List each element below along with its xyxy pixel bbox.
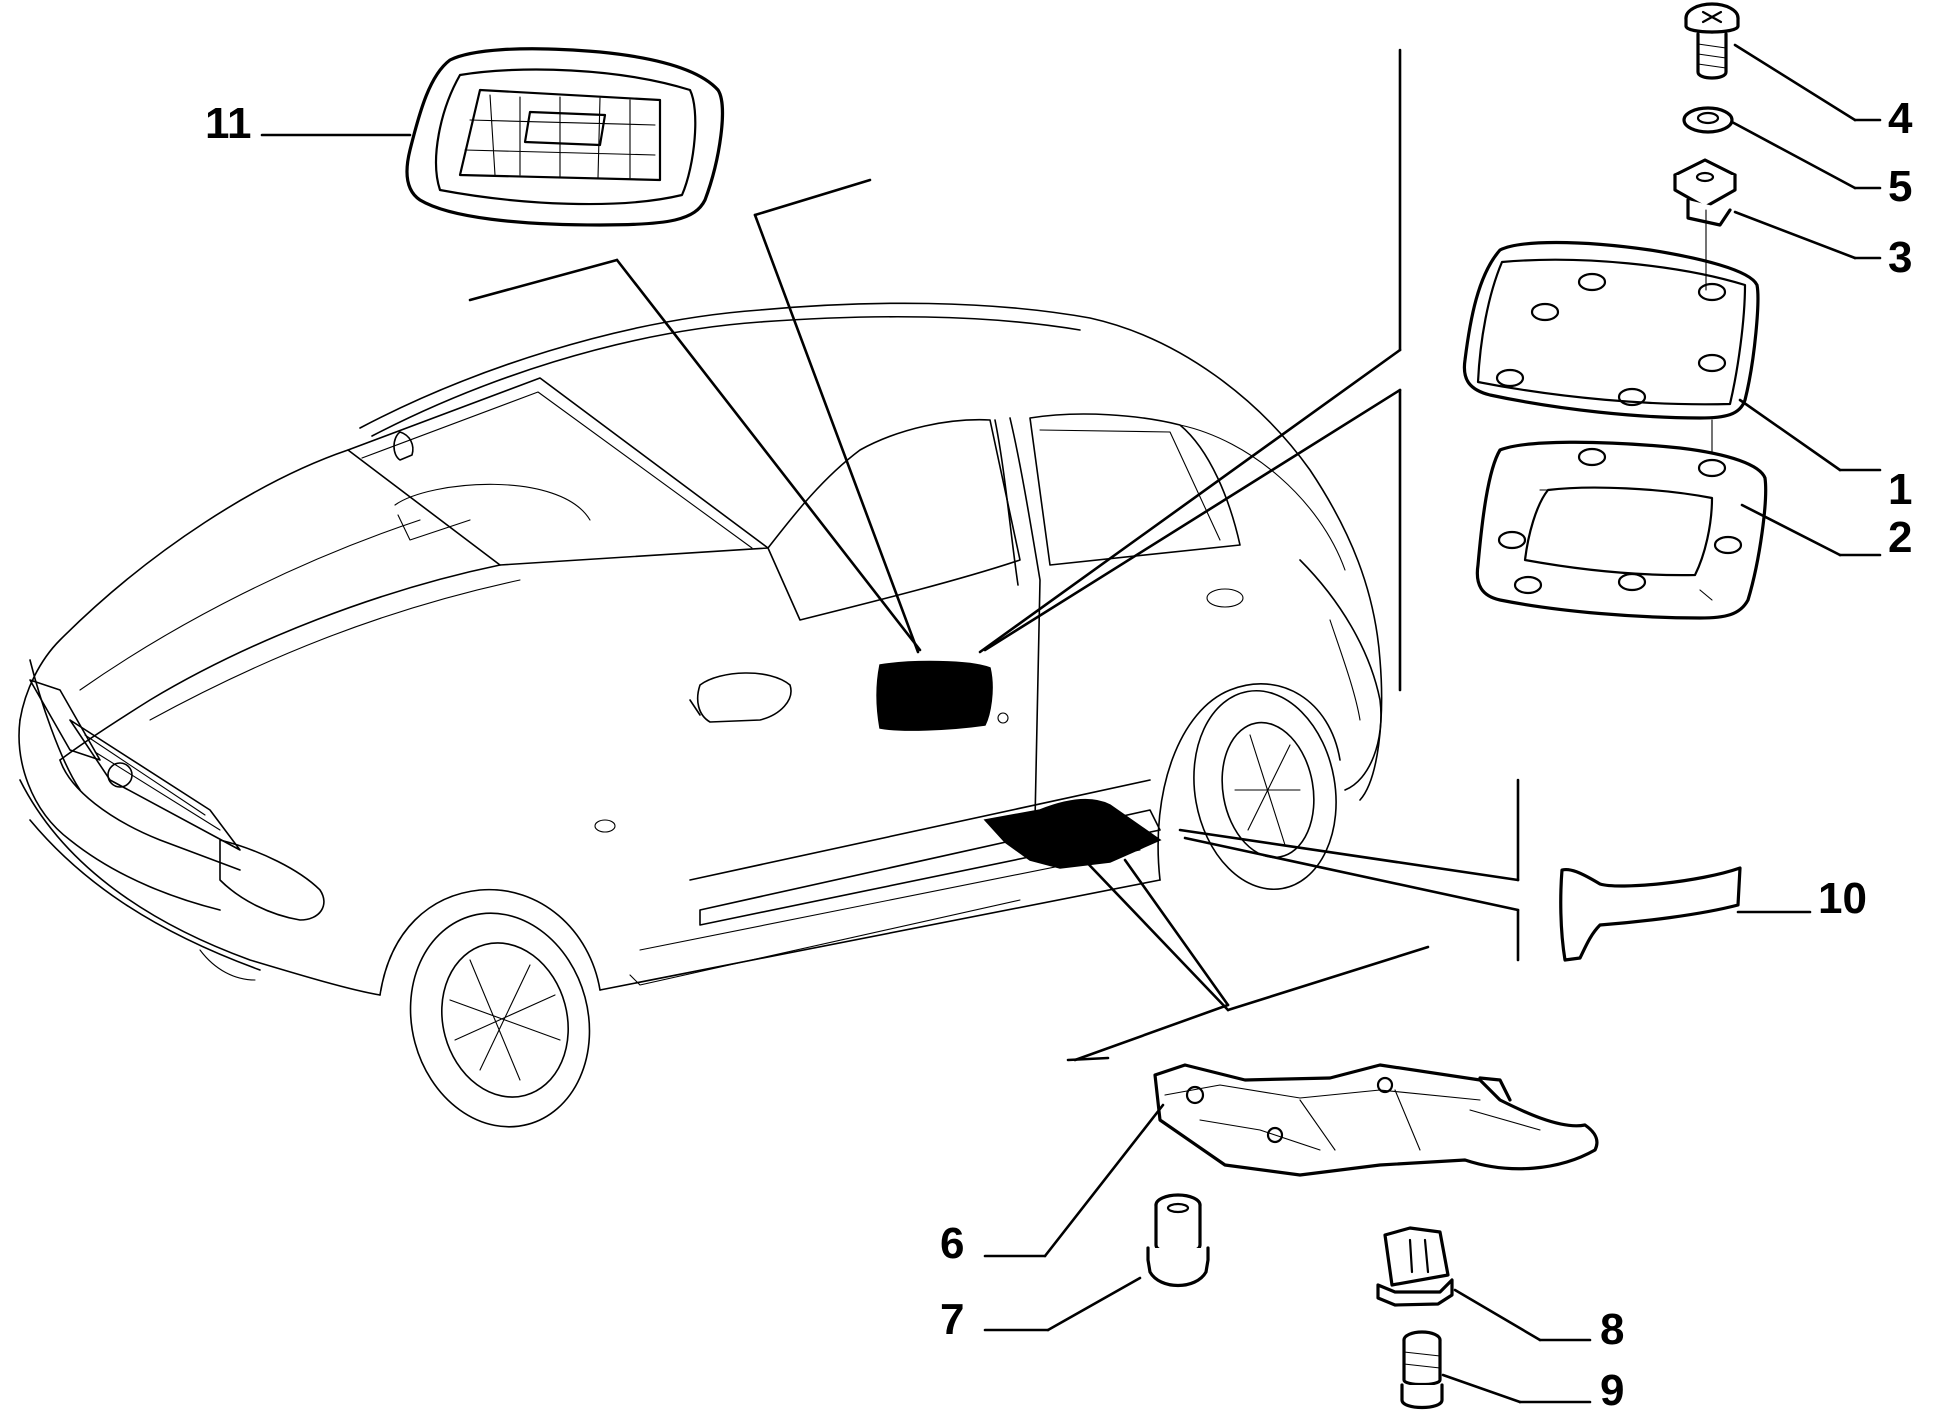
door-seal-patch: [876, 660, 993, 731]
part-1-cover-plate: [1462, 240, 1760, 420]
callout-2: 2: [1888, 513, 1912, 562]
leader-lines: [260, 48, 1520, 1062]
part-2-gasket-frame: [1475, 440, 1768, 620]
callout-5: 5: [1888, 162, 1912, 211]
part-10-pad: [1559, 866, 1742, 962]
car-illustration: [18, 302, 1383, 1128]
part-7-plastic-nut: [1146, 1193, 1210, 1287]
part-4-screw: [1684, 2, 1740, 80]
callout-6: 6: [940, 1219, 964, 1268]
callout-8: 8: [1600, 1305, 1624, 1354]
callout-10: 10: [1818, 874, 1867, 923]
callout-11: 11: [205, 99, 252, 148]
part-5-washer: [1682, 106, 1734, 134]
callout-7: 7: [940, 1295, 964, 1344]
sill-insulation-patch: [983, 798, 1162, 869]
part-11-plug: [405, 47, 724, 227]
part-6-underbody-shield: [1153, 1063, 1599, 1177]
part-3-clip-nut: [1673, 158, 1737, 227]
part-9-bolt: [1400, 1330, 1444, 1410]
callout-9: 9: [1600, 1366, 1624, 1415]
part-8-square-clip: [1376, 1226, 1454, 1307]
callout-1: 1: [1888, 465, 1912, 514]
callout-labels: 11 4 5 3 1 2 10 6 7 8 9: [205, 94, 1913, 1415]
callout-3: 3: [1888, 233, 1912, 282]
callout-4: 4: [1888, 94, 1913, 143]
